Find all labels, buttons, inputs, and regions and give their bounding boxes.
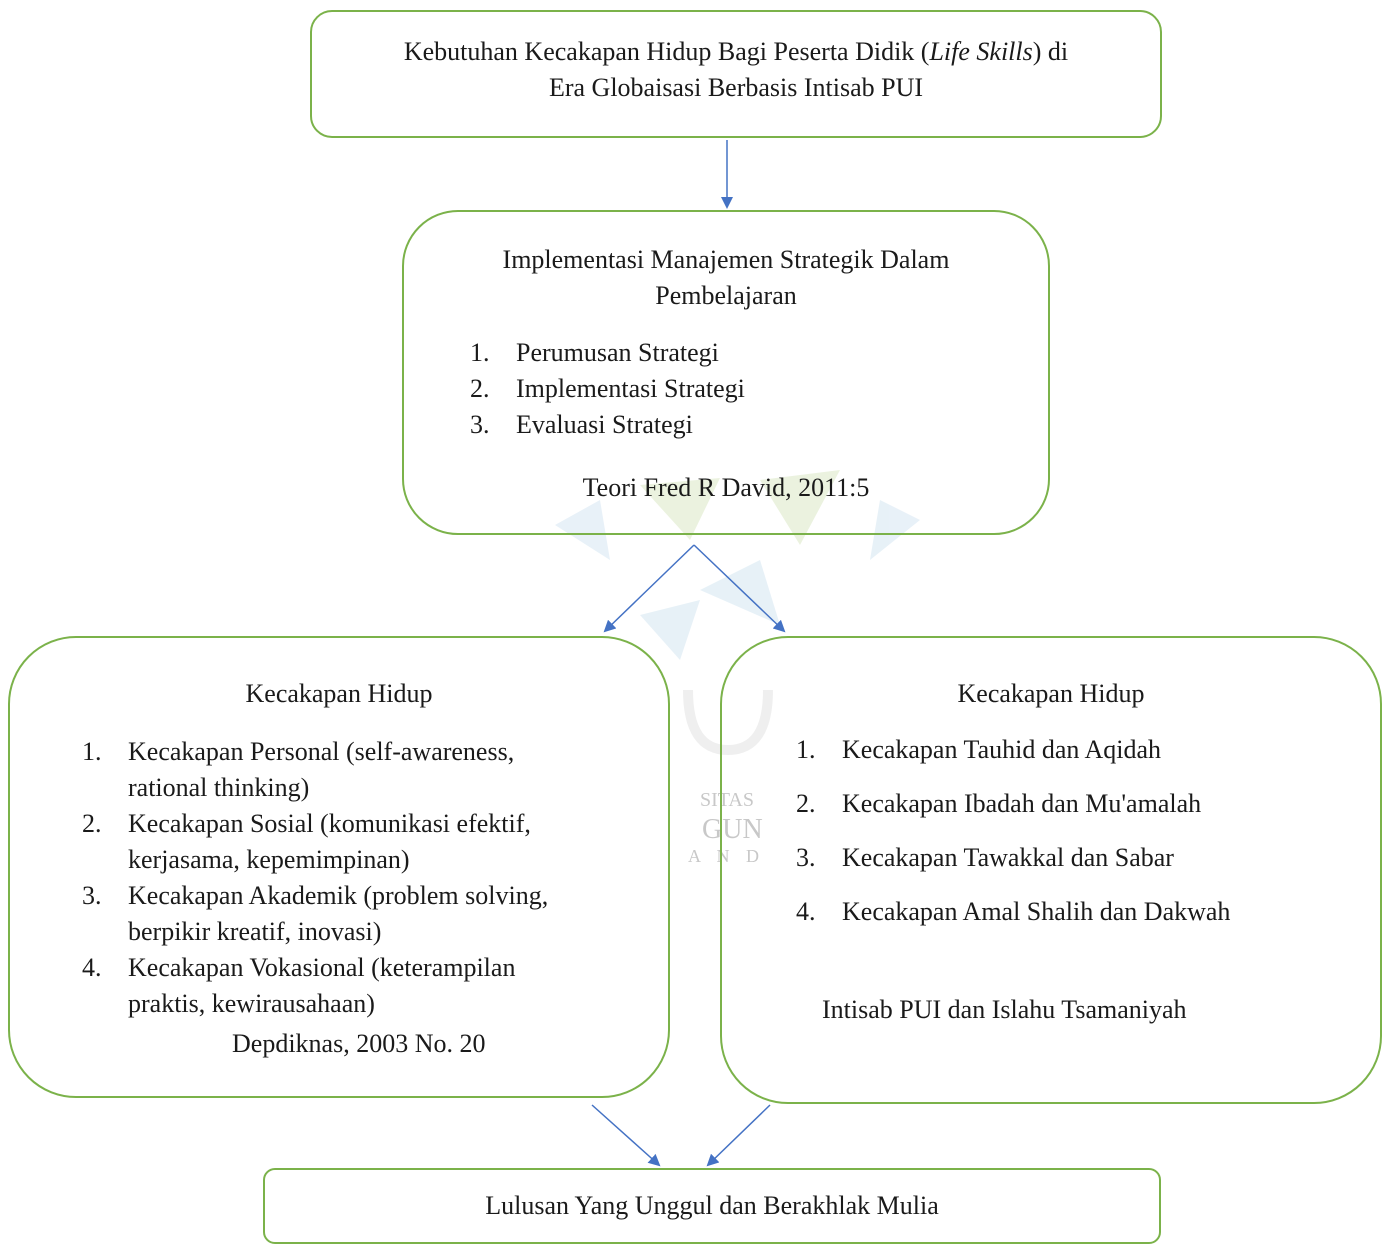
islamic-life-skills-list: 1.Kecakapan Tauhid dan Aqidah 2.Kecakapa… <box>796 732 1231 930</box>
list-item: 2.Kecakapan Ibadah dan Mu'amalah <box>796 789 1202 818</box>
top-box-line1: Kebutuhan Kecakapan Hidup Bagi Peserta D… <box>403 37 1069 66</box>
strategy-box: Implementasi Manajemen Strategik Dalam P… <box>402 210 1050 535</box>
outcome-box: Lulusan Yang Unggul dan Berakhlak Mulia <box>263 1168 1161 1244</box>
list-item: 3.Kecakapan Tawakkal dan Sabar <box>796 843 1174 872</box>
life-skills-italic: Life Skills <box>929 37 1033 66</box>
list-item: 1.Kecakapan Tauhid dan Aqidah <box>796 735 1161 764</box>
general-life-skills-title: Kecakapan Hidup <box>245 679 433 708</box>
list-item: 3.Kecakapan Akademik (problem solving,be… <box>82 881 549 946</box>
strategy-source: Teori Fred R David, 2011:5 <box>582 473 870 502</box>
list-item: 1.Perumusan Strategi <box>470 338 719 367</box>
outcome-text: Lulusan Yang Unggul dan Berakhlak Mulia <box>485 1191 939 1220</box>
general-life-skills-source: Depdiknas, 2003 No. 20 <box>232 1029 486 1058</box>
watermark-text-1: SITAS <box>700 789 754 811</box>
list-item: 2.Kecakapan Sosial (komunikasi efektif,k… <box>82 809 531 874</box>
top-box: Kebutuhan Kecakapan Hidup Bagi Peserta D… <box>310 10 1162 138</box>
list-item: 2.Implementasi Strategi <box>470 374 745 403</box>
islamic-life-skills-title: Kecakapan Hidup <box>957 679 1145 708</box>
arrow-right-to-bottom <box>706 1104 771 1167</box>
general-life-skills-box: Kecakapan Hidup 1.Kecakapan Personal (se… <box>8 636 670 1098</box>
arrow-middle-to-left <box>603 544 695 633</box>
top-box-line2: Era Globaisasi Berbasis Intisab PUI <box>548 73 924 102</box>
strategy-list: 1.Perumusan Strategi 2.Implementasi Stra… <box>470 335 745 443</box>
islamic-life-skills-box: Kecakapan Hidup 1.Kecakapan Tauhid dan A… <box>720 636 1382 1104</box>
list-item: 3.Evaluasi Strategi <box>470 410 693 439</box>
general-life-skills-list: 1.Kecakapan Personal (self-awareness,rat… <box>82 734 549 1022</box>
watermark-text-3: A N D <box>688 846 765 866</box>
list-item: 1.Kecakapan Personal (self-awareness,rat… <box>82 737 515 802</box>
strategy-title: Implementasi Manajemen Strategik Dalam P… <box>502 245 950 310</box>
watermark-text-2: GUN <box>702 814 763 845</box>
arrow-middle-to-right <box>693 544 786 633</box>
list-item: 4.Kecakapan Amal Shalih dan Dakwah <box>796 897 1231 926</box>
islamic-life-skills-source: Intisab PUI dan Islahu Tsamaniyah <box>822 995 1187 1024</box>
arrow-left-to-bottom <box>591 1104 661 1167</box>
